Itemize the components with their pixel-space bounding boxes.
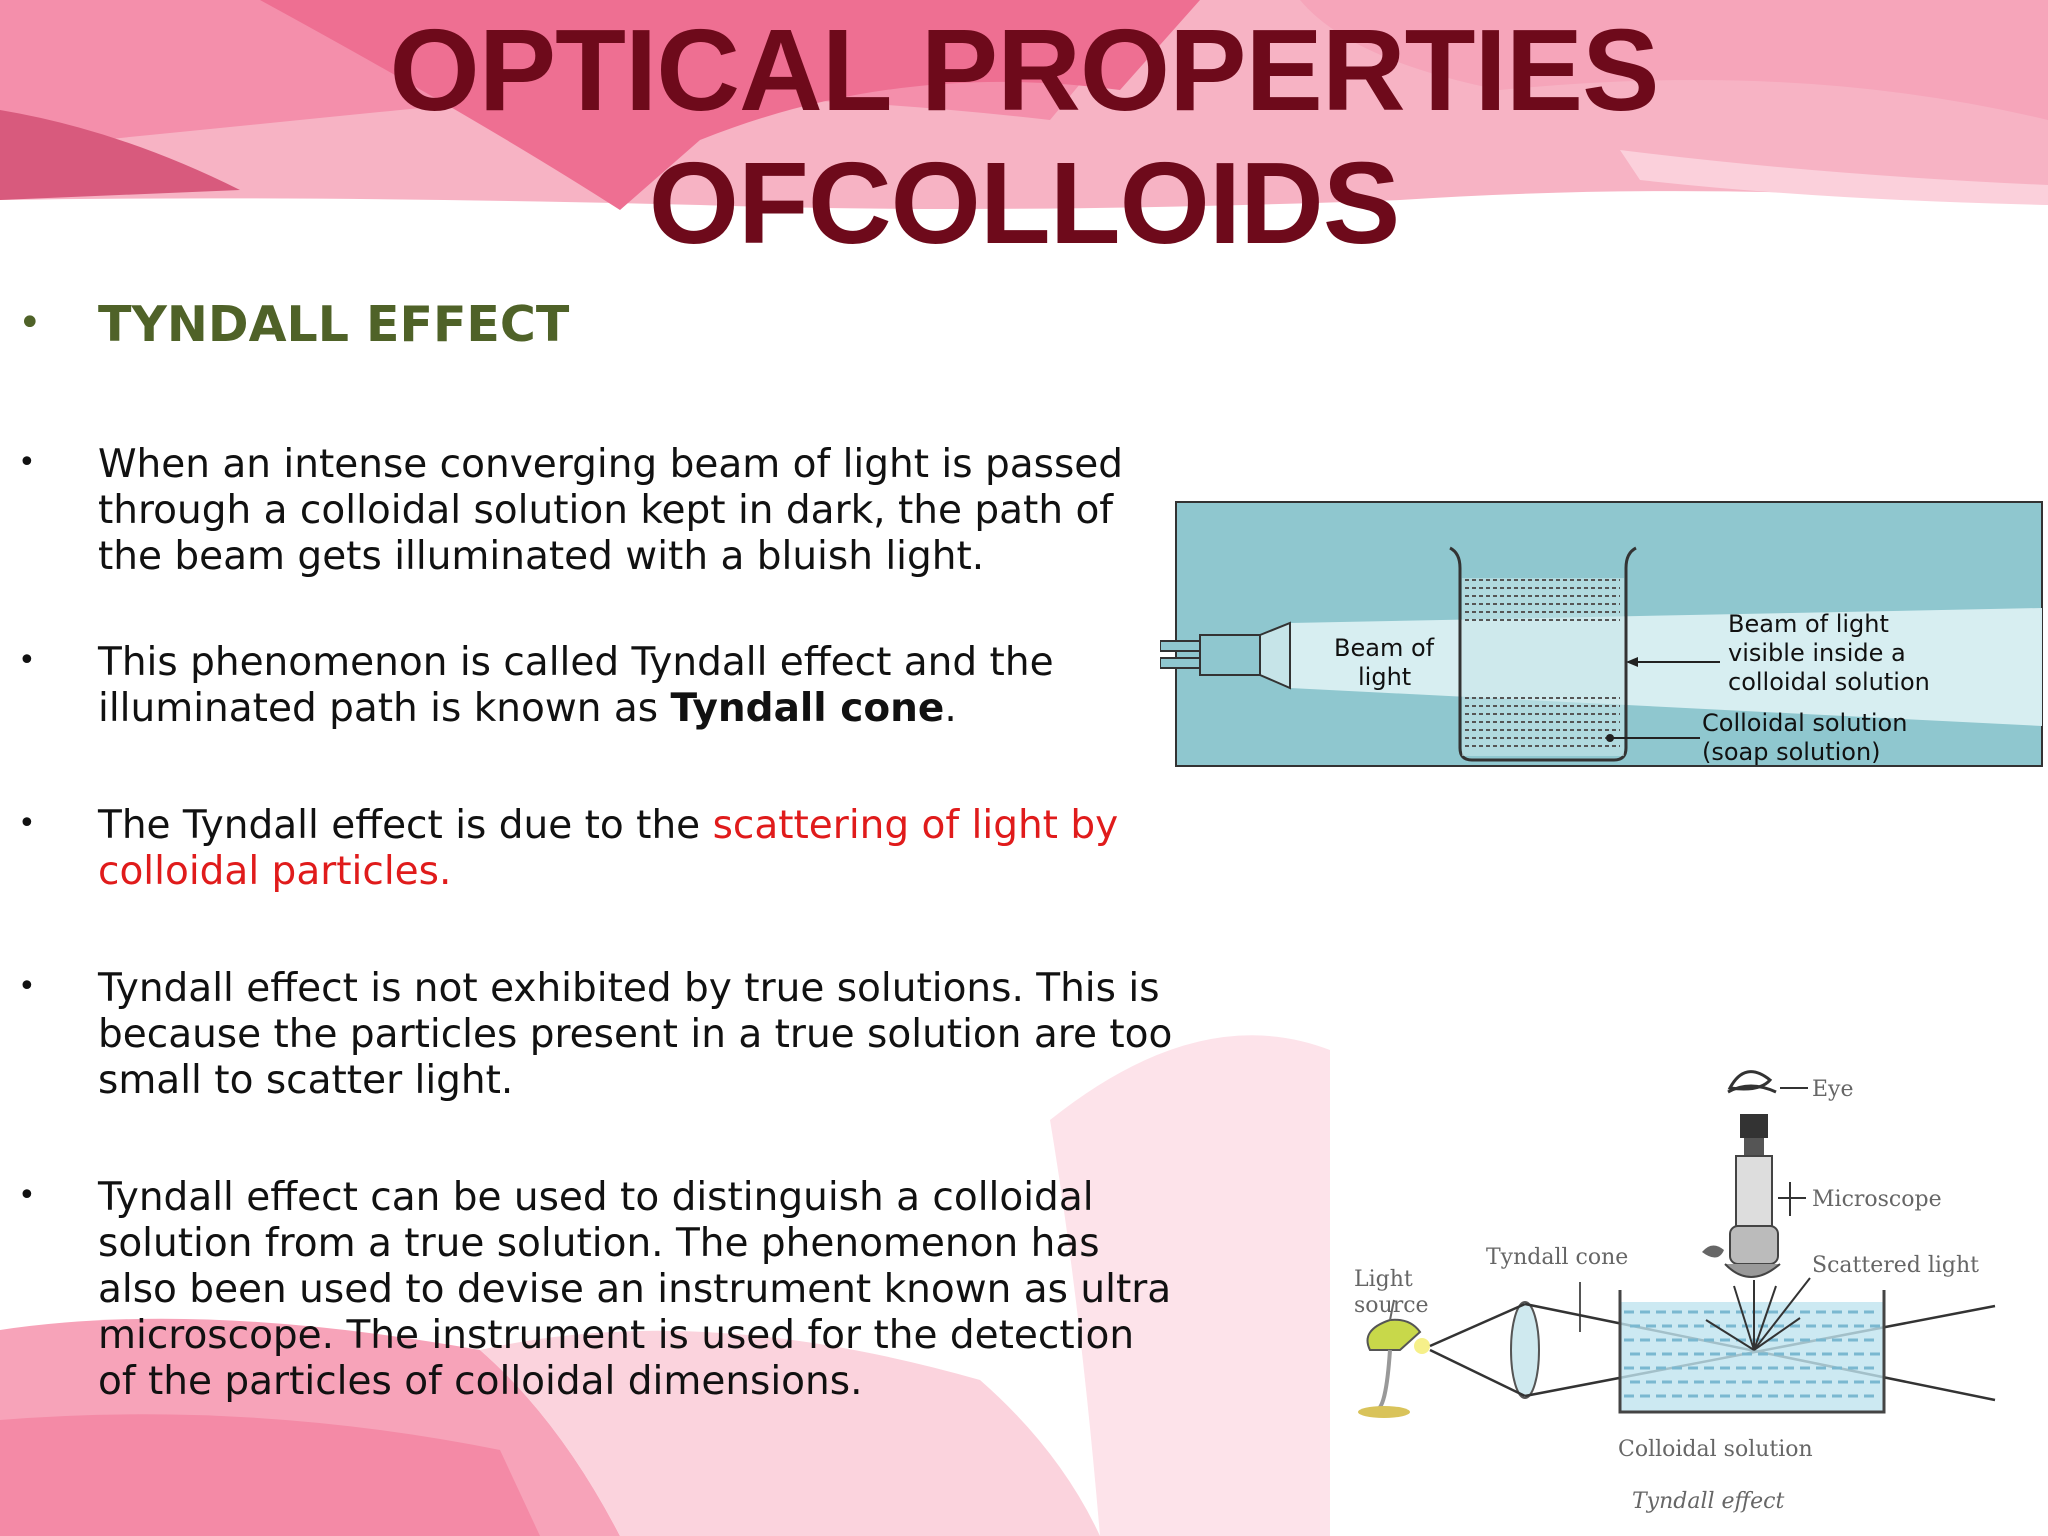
scattered-light-label: Scattered light: [1812, 1253, 1979, 1278]
bullet-marker: •: [18, 643, 36, 678]
tyndall-beaker-figure: Beam of light Beam of light visible insi…: [1160, 501, 2043, 767]
slide-title-line-2: OFCOLLOIDS: [648, 138, 1400, 268]
bullet-text-1: When an intense converging beam of light…: [98, 442, 1124, 579]
lamp-icon: [1358, 1318, 1430, 1418]
visible-beam-label-1: Beam of light: [1728, 610, 1889, 638]
colloidal-solution-label: Colloidal solution: [1702, 709, 1907, 737]
ultramicroscope-figure: Eye Microscope Scattered light Tyndall c…: [1354, 1070, 1996, 1514]
bullet-marker: •: [18, 969, 36, 1004]
soap-solution-label: (soap solution): [1702, 738, 1881, 766]
bullet-text-2-plain: This phenomenon is called Tyndall effect…: [98, 640, 1054, 731]
eye-icon: [1727, 1070, 1773, 1091]
bullet-marker: •: [18, 445, 36, 480]
visible-beam-label-2: visible inside a: [1728, 639, 1906, 667]
microscope-label: Microscope: [1812, 1187, 1942, 1212]
section-heading: TYNDALL EFFECT: [98, 296, 570, 353]
bullet-text-3: The Tyndall effect is due to the scatter…: [98, 803, 1148, 895]
colloidal-solution-label-2: Colloidal solution: [1618, 1437, 1813, 1462]
light-source-label-1: Light: [1354, 1267, 1413, 1292]
bullet-text-5: Tyndall effect can be used to distinguis…: [98, 1175, 1172, 1404]
bullet-text-2-end: .: [944, 686, 957, 731]
visible-beam-label-3: colloidal solution: [1728, 668, 1930, 696]
beam-of-light-label-2: light: [1358, 663, 1411, 691]
bullet-marker: •: [18, 300, 42, 346]
tyndall-cone-term: Tyndall cone: [670, 686, 945, 731]
beam-of-light-label: Beam of: [1334, 634, 1435, 662]
bullet-text-4: Tyndall effect is not exhibited by true …: [98, 966, 1173, 1103]
bullet-marker: •: [18, 806, 36, 841]
bullet-text-3-plain: The Tyndall effect is due to the: [98, 803, 713, 848]
scattering-highlight: scattering of light by colloidal particl…: [98, 803, 1119, 894]
slide-title-line-1: OPTICAL PROPERTIES: [389, 5, 1660, 135]
bullet-marker: •: [18, 1178, 36, 1213]
tyndall-cone-label: Tyndall cone: [1486, 1245, 1628, 1270]
bullet-text-2: This phenomenon is called Tyndall effect…: [98, 640, 1098, 732]
microscope-icon: [1702, 1114, 1781, 1278]
tyndall-effect-caption: Tyndall effect: [1632, 1489, 1784, 1514]
eye-label: Eye: [1812, 1077, 1854, 1102]
